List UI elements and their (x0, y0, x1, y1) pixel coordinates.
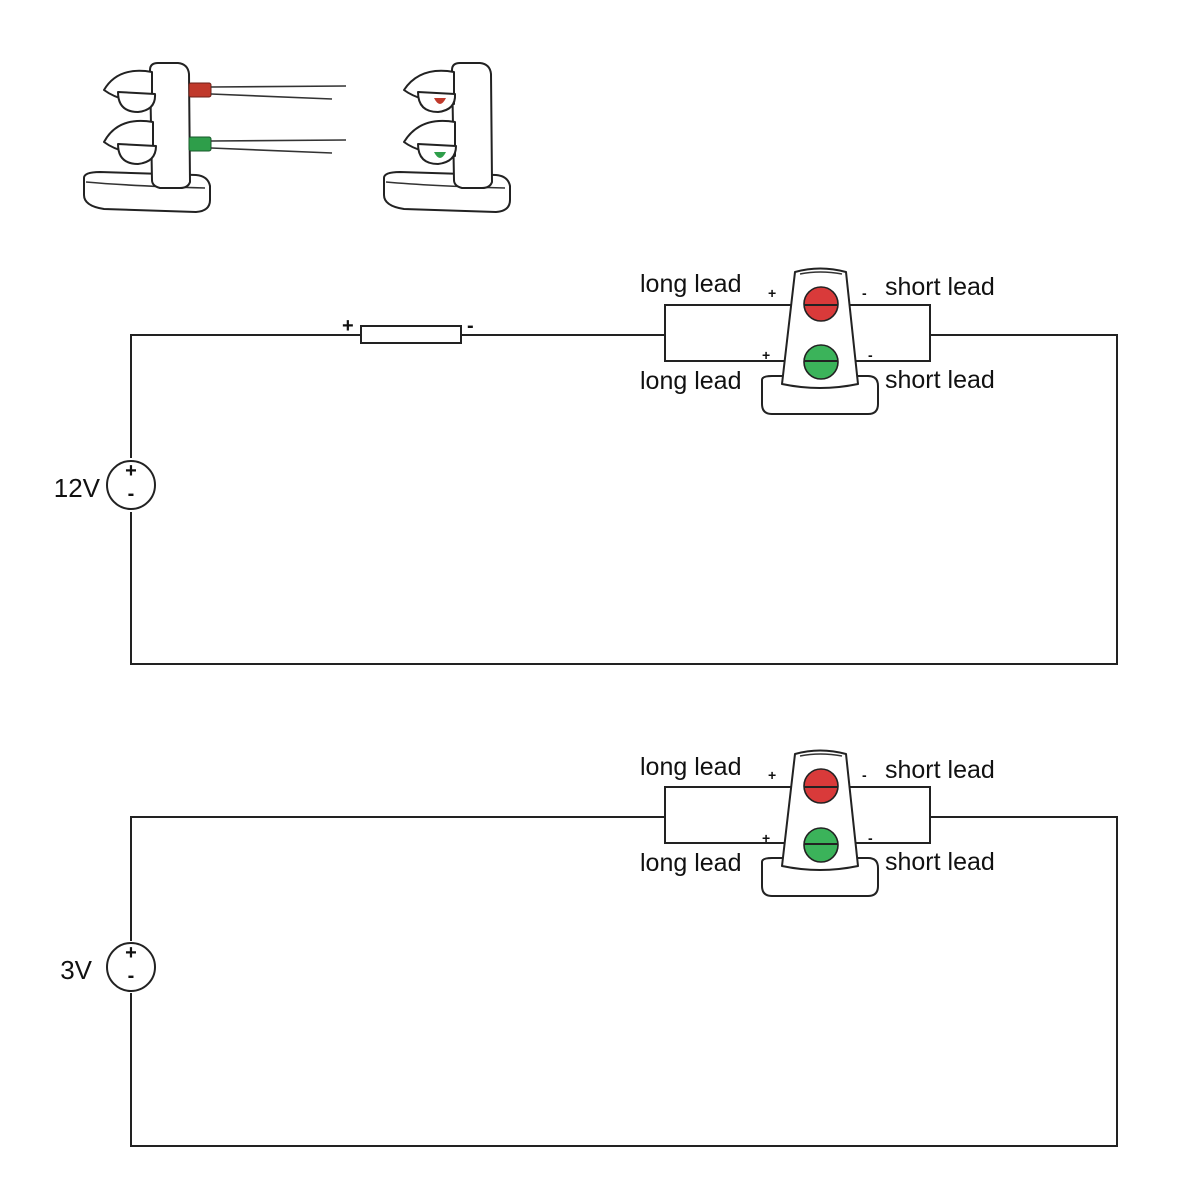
circuit-12v: + - + - 12V long lead short lead long le… (54, 267, 1118, 665)
wire-return-3v (130, 816, 1118, 1147)
wire-left-12v (130, 334, 361, 458)
red-led-minus: - (862, 767, 867, 783)
red-led-plus: + (768, 767, 776, 783)
resistor-minus-sign: - (467, 315, 474, 337)
long-lead-label-bottom: long lead (640, 367, 741, 395)
signal-illustration-assembled (383, 62, 511, 213)
short-lead-label-top: short lead (885, 273, 995, 301)
green-led-plus: + (762, 830, 770, 846)
wire-return-12v (130, 334, 1118, 665)
green-led-minus: - (868, 347, 873, 363)
long-lead-label-top: long lead (640, 270, 741, 298)
voltage-source-3v (106, 942, 156, 992)
source-plus-sign-3v: + (125, 942, 137, 964)
signal-head-12v (761, 267, 879, 415)
circuit-3v: + - 3V long lead short lead long lead sh… (60, 749, 1118, 1147)
long-lead-label-top: long lead (640, 753, 741, 781)
signal-illustration-wired (83, 62, 347, 213)
green-led-plus: + (762, 347, 770, 363)
green-led-minus: - (868, 830, 873, 846)
resistor-plus-sign: + (342, 315, 354, 337)
voltage-label-3v: 3V (60, 955, 92, 985)
source-plus-sign-12v: + (125, 460, 137, 482)
voltage-source-12v (106, 460, 156, 510)
short-lead-label-top: short lead (885, 756, 995, 784)
voltage-label-12v: 12V (54, 473, 101, 503)
long-lead-label-bottom: long lead (640, 849, 741, 877)
green-led (188, 136, 212, 152)
resistor (360, 325, 462, 344)
source-minus-sign-3v: - (128, 965, 135, 987)
short-lead-label-bottom: short lead (885, 366, 995, 394)
wire-left-3v (130, 816, 665, 941)
red-led-plus: + (768, 285, 776, 301)
green-lamp (434, 152, 446, 158)
source-minus-sign-12v: - (128, 483, 135, 505)
red-led (188, 82, 212, 98)
signal-head-3v (761, 749, 879, 897)
red-led-minus: - (862, 285, 867, 301)
short-lead-label-bottom: short lead (885, 848, 995, 876)
red-lamp (434, 98, 446, 104)
